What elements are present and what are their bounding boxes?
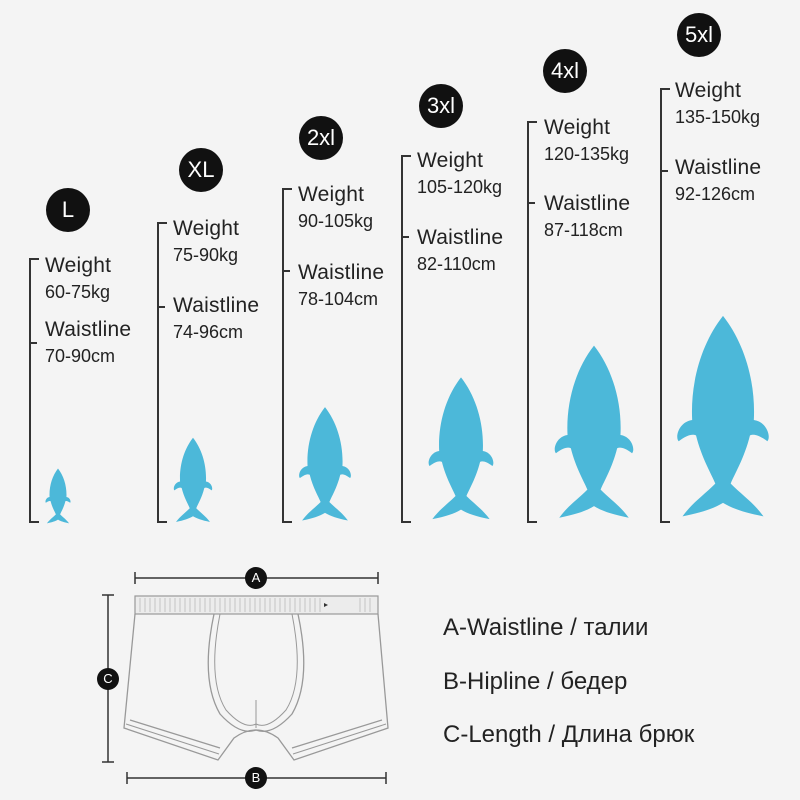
shark-icon bbox=[677, 315, 769, 517]
waistline-label: Waistline bbox=[544, 192, 631, 215]
weight-label: Weight bbox=[417, 149, 484, 172]
scale-tick bbox=[401, 521, 411, 523]
waistband bbox=[134, 595, 379, 615]
waistline-value: 70-90cm bbox=[45, 346, 116, 366]
scale-tick bbox=[282, 270, 290, 272]
scale-tick bbox=[660, 170, 668, 172]
waistline-label: Waistline bbox=[298, 261, 385, 284]
weight-label: Weight bbox=[675, 79, 742, 102]
weight-value: 75-90kg bbox=[173, 245, 239, 265]
marker-b bbox=[245, 767, 267, 789]
size-badge: XL bbox=[179, 148, 223, 192]
waistline-value: 82-110cm bbox=[417, 254, 496, 274]
scale-tick bbox=[157, 306, 165, 308]
size-scale-line bbox=[660, 88, 662, 523]
scale-tick bbox=[282, 188, 292, 190]
scale-tick bbox=[527, 121, 537, 123]
scale-tick bbox=[660, 521, 670, 523]
brand-logo-icon bbox=[324, 603, 328, 607]
size-scale-line bbox=[527, 121, 529, 523]
underwear-body-outline bbox=[123, 613, 389, 761]
weight-value: 105-120kg bbox=[417, 177, 503, 197]
shark-icon bbox=[299, 407, 351, 521]
size-scale-line bbox=[401, 155, 403, 523]
weight-label: Weight bbox=[173, 217, 240, 240]
scale-tick bbox=[157, 521, 167, 523]
scale-tick bbox=[401, 236, 409, 238]
size-scale-line bbox=[29, 258, 31, 523]
weight-label: Weight bbox=[544, 116, 611, 139]
weight-label: Weight bbox=[298, 183, 365, 206]
weight-value: 135-150kg bbox=[675, 107, 761, 127]
waistline-value: 74-96cm bbox=[173, 322, 244, 342]
scale-tick bbox=[660, 88, 670, 90]
legend-length: C-Length / Длина брюк bbox=[443, 721, 695, 748]
size-scale-line bbox=[282, 188, 284, 523]
weight-value: 120-135kg bbox=[544, 144, 630, 164]
size-scale-line bbox=[157, 222, 159, 523]
waistline-label: Waistline bbox=[45, 318, 132, 341]
shark-icon bbox=[173, 437, 213, 522]
scale-tick bbox=[282, 521, 292, 523]
waistline-label: Waistline bbox=[675, 156, 762, 179]
weight-value: 90-105kg bbox=[298, 211, 374, 231]
marker-a bbox=[245, 567, 267, 589]
weight-value: 60-75kg bbox=[45, 282, 111, 302]
marker-b-label: B bbox=[251, 770, 261, 785]
scale-tick bbox=[29, 258, 39, 260]
shark-icon bbox=[45, 468, 71, 524]
scale-tick bbox=[401, 155, 411, 157]
waistline-label: Waistline bbox=[417, 226, 504, 249]
size-badge: L bbox=[46, 188, 90, 232]
scale-tick bbox=[527, 521, 537, 523]
size-badge: 5xl bbox=[677, 13, 721, 57]
shark-icon bbox=[554, 345, 634, 518]
marker-a-label: A bbox=[251, 570, 261, 585]
size-badge: 2xl bbox=[299, 116, 343, 160]
size-badge: 3xl bbox=[419, 84, 463, 128]
marker-c-label: C bbox=[103, 671, 113, 686]
size-badge: 4xl bbox=[543, 49, 587, 93]
marker-c bbox=[97, 668, 119, 690]
scale-tick bbox=[157, 222, 167, 224]
waistline-label: Waistline bbox=[173, 294, 260, 317]
waistline-value: 92-126cm bbox=[675, 184, 756, 204]
shark-icon bbox=[428, 377, 494, 520]
weight-label: Weight bbox=[45, 254, 112, 277]
scale-tick bbox=[29, 342, 37, 344]
scale-tick bbox=[29, 521, 39, 523]
legend-hipline: B-Hipline / бедер bbox=[443, 668, 628, 695]
legend-waistline: A-Waistline / талии bbox=[443, 614, 649, 641]
waistline-value: 87-118cm bbox=[544, 220, 623, 240]
scale-tick bbox=[527, 202, 535, 204]
waistline-value: 78-104cm bbox=[298, 289, 379, 309]
